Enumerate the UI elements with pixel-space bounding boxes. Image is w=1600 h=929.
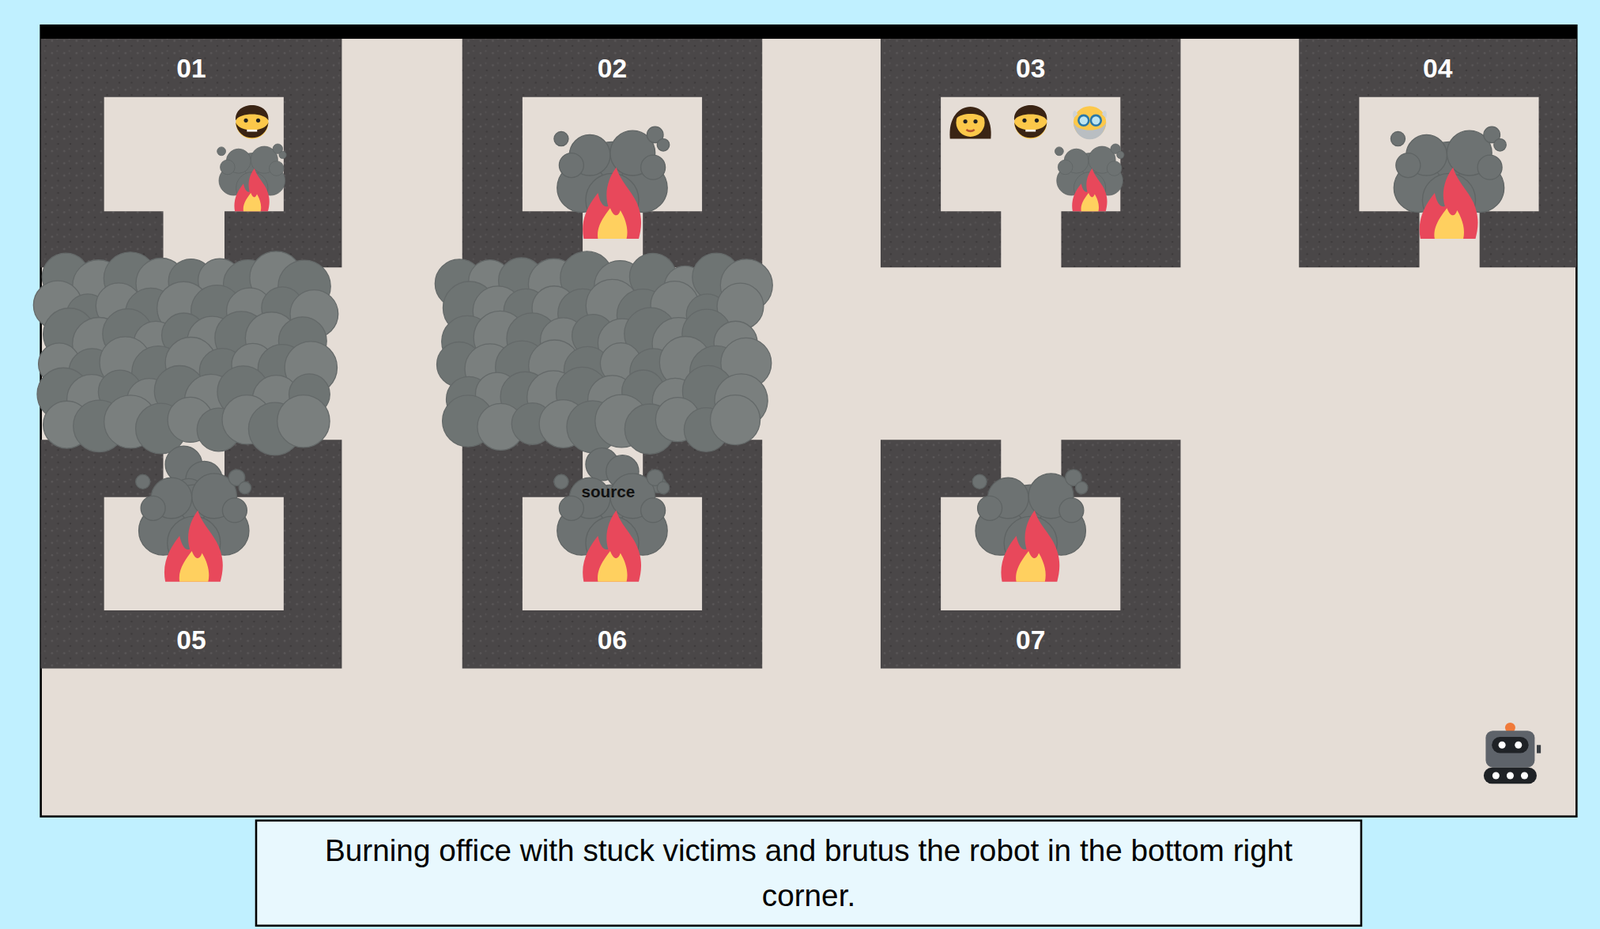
office-room: 06 [462,439,763,668]
caption: Burning office with stuck victims and br… [256,827,1360,918]
smoke-puff [277,395,330,448]
robot [1483,722,1541,784]
smoke-puff [710,395,761,446]
room-number: 04 [1298,52,1577,84]
room-number: 03 [880,52,1182,84]
room-number: 02 [462,52,763,84]
office-room: 04 [1298,38,1577,268]
office-room: 02 [462,38,763,268]
smoke-cloud [33,251,773,456]
room-number: 01 [41,52,343,84]
office-room: 07 [880,439,1182,668]
office-room: 05 [41,439,343,668]
victims [235,105,1107,140]
caption-box: Burning office with stuck victims and br… [255,819,1363,928]
room-number: 05 [41,624,343,656]
office-room: 03 [880,38,1182,268]
office-room: 01 [41,38,343,268]
room-number: 07 [880,624,1182,656]
fires [135,126,1507,582]
room-number: 06 [462,624,763,656]
walls [41,38,1578,668]
source-label: source [581,483,635,502]
